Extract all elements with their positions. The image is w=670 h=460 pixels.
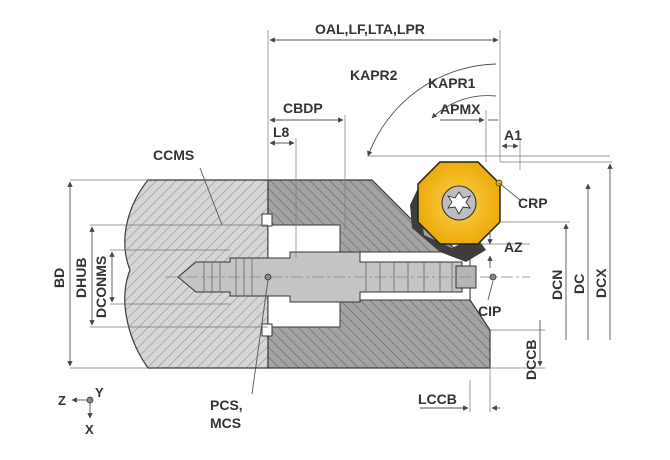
label-apmx: APMX: [440, 101, 481, 117]
kapr1-arc: [431, 95, 497, 119]
label-l8: L8: [273, 124, 290, 140]
label-axis-z: Z: [58, 393, 66, 408]
torx-icon: [446, 191, 472, 215]
label-kapr2: KAPR2: [350, 67, 398, 83]
label-pcs: PCS,: [210, 397, 243, 413]
label-dcn: DCN: [549, 270, 565, 300]
label-mcs: MCS: [210, 415, 241, 431]
cip-leader: [487, 280, 494, 301]
pcs-leader: [251, 279, 269, 395]
label-dconms: DCONMS: [93, 256, 109, 318]
label-dccb: DCCB: [523, 340, 539, 380]
label-dcx: DCX: [593, 268, 609, 298]
label-crp: CRP: [518, 195, 548, 211]
label-dc: DC: [571, 274, 587, 294]
label-a1: A1: [504, 127, 522, 143]
label-cbdp: CBDP: [283, 100, 323, 116]
ccms-leader: [199, 167, 223, 226]
drive-key-top: [261, 213, 273, 227]
drive-key-bottom: [261, 323, 273, 337]
pcs-point: [264, 273, 272, 281]
label-az: AZ: [504, 239, 523, 255]
label-axis-x: X: [85, 422, 94, 437]
label-ccms: CCMS: [153, 147, 194, 163]
label-kapr1: KAPR1: [428, 75, 476, 91]
label-bd: BD: [51, 268, 67, 288]
axis-origin-icon: [86, 396, 94, 404]
cip-point: [489, 273, 497, 281]
label-oal: OAL,LF,LTA,LPR: [315, 21, 425, 37]
label-dhub: DHUB: [73, 258, 89, 298]
label-axis-y: Y: [95, 385, 104, 400]
label-lccb: LCCB: [418, 391, 457, 407]
kapr2-arc: [367, 63, 497, 157]
label-cip: CIP: [478, 303, 501, 319]
